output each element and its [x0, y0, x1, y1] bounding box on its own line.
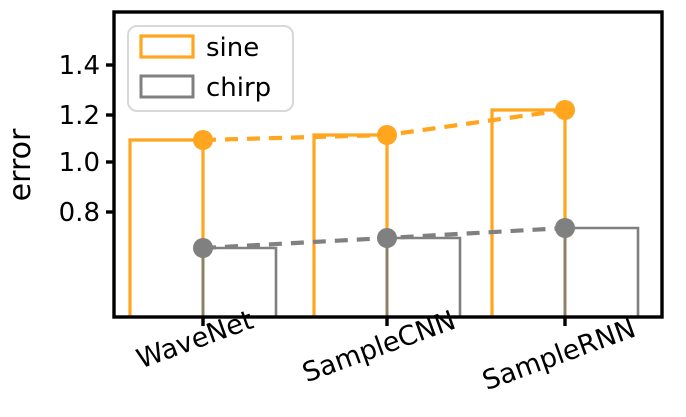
x-axis-ticks — [201, 317, 567, 326]
y-axis-ticks — [106, 63, 114, 214]
chirp-step-samplernn — [563, 226, 640, 317]
legend-label-sine: sine — [206, 33, 259, 63]
sine-marker-samplecnn — [377, 125, 397, 145]
legend-swatch-sine — [139, 34, 195, 59]
sine-marker-samplernn — [555, 100, 575, 120]
x-tick-label-samplernn: SampleRNN — [478, 313, 639, 397]
sine-step-samplecnn — [312, 133, 389, 317]
sine-marker-wavenet — [193, 130, 213, 150]
y-tick-label-1.2: 1.2 — [59, 101, 100, 131]
sine-step-wavenet — [128, 138, 205, 317]
series-sine-markers — [193, 100, 575, 150]
y-tick-label-1.4: 1.4 — [59, 51, 100, 81]
y-tick-label-1.0: 1.0 — [59, 148, 100, 178]
legend-entry-chirp[interactable]: chirp — [139, 73, 271, 103]
chirp-marker-wavenet — [193, 238, 213, 258]
series-sine-steps — [128, 108, 567, 317]
legend-entry-sine[interactable]: sine — [139, 33, 259, 63]
legend-frame — [127, 25, 294, 112]
legend-label-chirp: chirp — [206, 73, 271, 103]
chirp-marker-samplernn — [555, 218, 575, 238]
chirp-marker-samplecnn — [377, 228, 397, 248]
legend[interactable]: sine chirp — [127, 25, 294, 112]
series-chirp-markers — [193, 218, 575, 258]
y-axis-title: error — [3, 128, 38, 201]
sine-step-samplernn — [490, 108, 567, 317]
legend-swatch-chirp — [139, 74, 195, 99]
y-tick-label-0.8: 0.8 — [59, 198, 100, 228]
chirp-step-wavenet — [201, 246, 278, 317]
